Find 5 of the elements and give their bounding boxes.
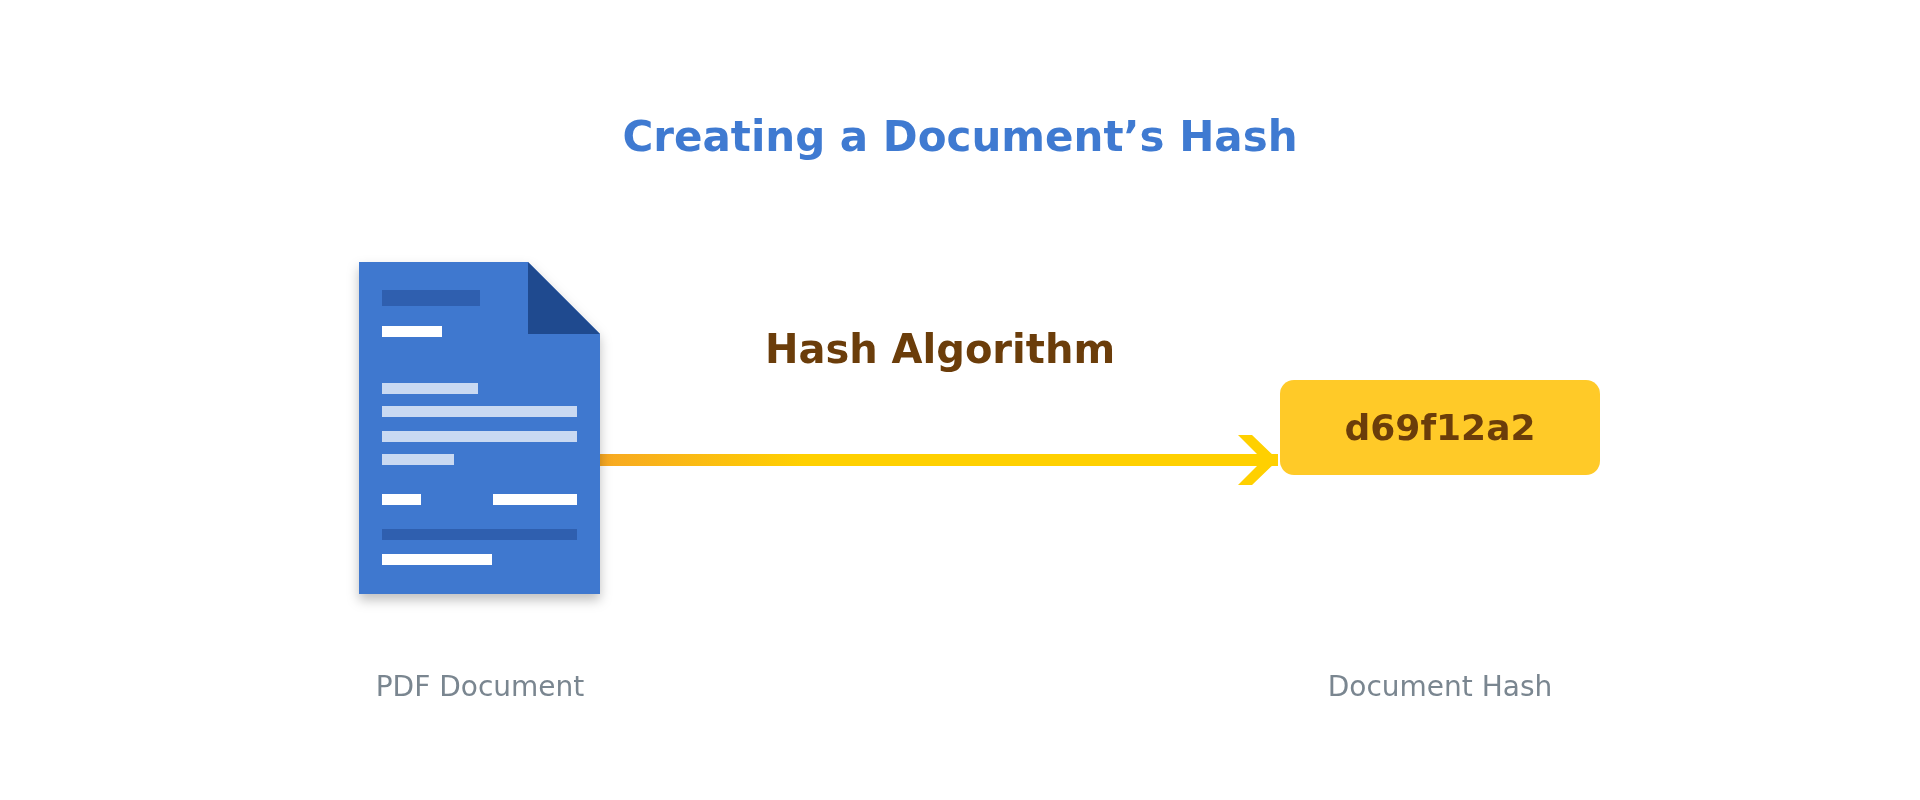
label-text: PDF Document	[375, 670, 585, 703]
label-text: Document Hash	[1327, 670, 1553, 703]
title: Creating a Document’s Hash	[622, 112, 1298, 161]
hash-box	[1280, 380, 1600, 475]
hash-value: d69f12a2	[1344, 407, 1536, 448]
